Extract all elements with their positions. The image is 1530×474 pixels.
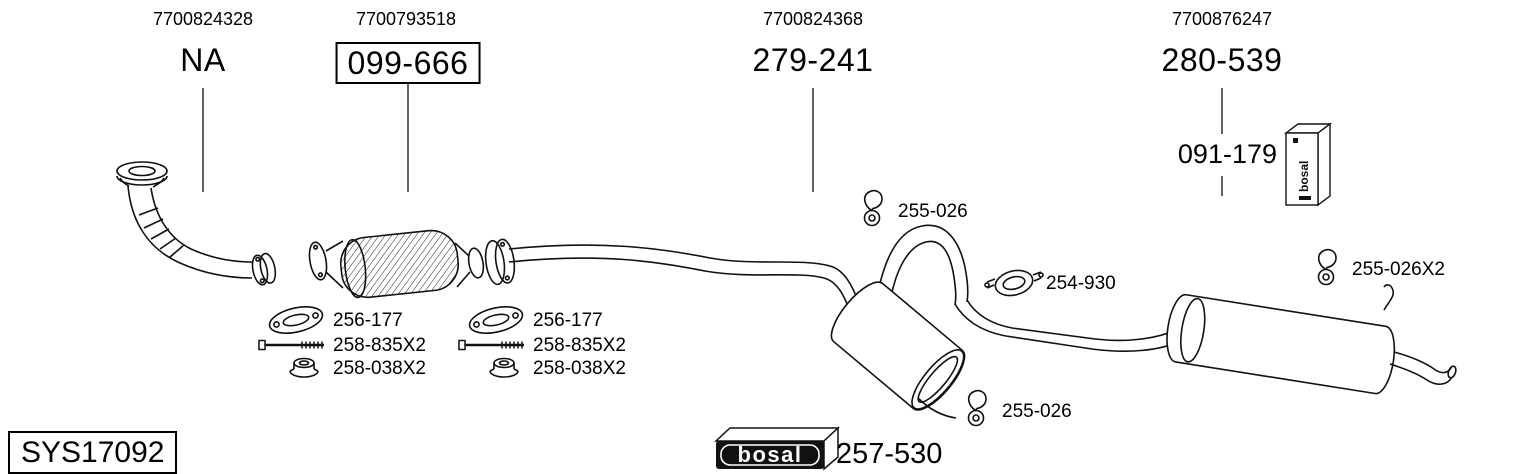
flange-joint-art [484, 238, 516, 286]
bosal-logo-text: bosal [738, 442, 803, 467]
label-gasket-2: 256-177 [533, 310, 603, 331]
label-bolts-1: 258-835X2 [333, 335, 426, 356]
front-pipe-art [116, 161, 277, 286]
leader-lines [202, 84, 1223, 196]
part-number-rear-muffler: 280-539 [1161, 42, 1283, 78]
label-bolts-2: 258-835X2 [533, 335, 626, 356]
part-number-mid-muffler: 279-241 [752, 42, 874, 78]
gasket-icon [266, 301, 326, 339]
rear-muffler-art [1166, 284, 1457, 395]
system-code: SYS17092 [8, 431, 178, 474]
oem-number-3: 7700876247 [1171, 9, 1273, 29]
part-number-mount-kit: 091-179 [1177, 139, 1277, 169]
mid-pipe-art [508, 244, 857, 305]
bolt-icon [457, 339, 526, 351]
label-gasket-1: 256-177 [333, 310, 403, 331]
clamp-icon [984, 265, 1044, 301]
label-nuts-1: 258-038X2 [333, 358, 426, 379]
part-number-front-pipe: NA [180, 42, 226, 78]
label-clamp: 254-930 [1046, 273, 1116, 294]
hanger-icon [967, 389, 987, 427]
nut-icon [489, 357, 519, 378]
bosal-package-icon: bosal [1283, 122, 1333, 207]
over-pipe-art [877, 224, 1179, 353]
bosal-package-label: bosal [1297, 161, 1311, 192]
nut-icon [289, 357, 319, 378]
gasket-icon [466, 301, 526, 339]
hanger-icon [1317, 248, 1337, 286]
label-accessory-kit: 257-530 [836, 438, 943, 470]
oem-number-2: 7700824368 [762, 9, 864, 29]
middle-muffler-art [830, 281, 966, 419]
oem-number-0: 7700824328 [152, 9, 254, 29]
label-hanger-bottom: 255-026 [1002, 401, 1072, 422]
label-hanger-rear: 255-026X2 [1352, 259, 1445, 280]
oem-number-1: 7700793518 [355, 9, 457, 29]
part-number-catalyst: 099-666 [335, 42, 481, 84]
bolt-icon [257, 339, 326, 351]
hanger-icon [863, 189, 883, 227]
label-nuts-2: 258-038X2 [533, 358, 626, 379]
bosal-logo-box: bosal [714, 426, 840, 471]
catalytic-converter-art [308, 229, 516, 299]
label-hanger-top: 255-026 [898, 201, 968, 222]
